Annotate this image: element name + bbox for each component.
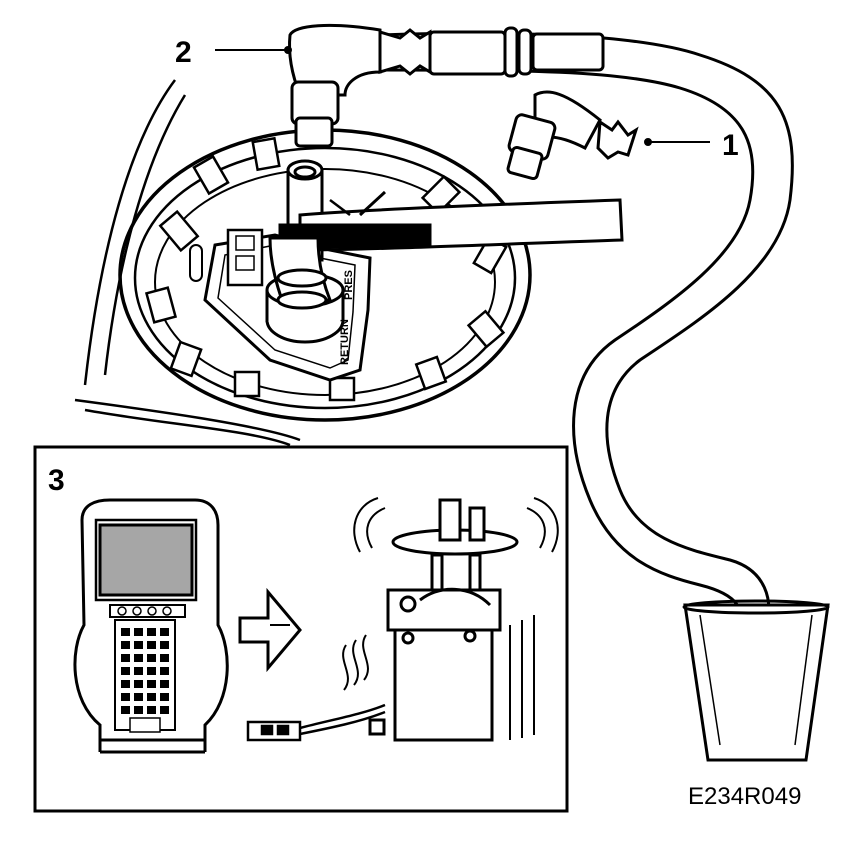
arrow-right-icon [238, 587, 302, 673]
top-hose-coupling [288, 23, 605, 148]
flange-teeth [144, 136, 508, 402]
callout-2: 2 [175, 36, 192, 69]
clamped-hose [268, 190, 624, 310]
callout-numbers: 1 2 3 [48, 36, 739, 497]
diagnostic-tool-icon [73, 498, 229, 754]
fuel-pump-unit [368, 498, 519, 742]
figure-code: E234R049 [688, 783, 801, 810]
callout-1: 1 [722, 129, 739, 162]
pump-wiring-plug [246, 703, 386, 742]
disconnected-coupling [506, 90, 639, 181]
plate-labels: PRES RETURN [339, 270, 355, 365]
callout-leaders [215, 46, 710, 146]
collection-bucket [682, 599, 830, 762]
pressure-label: PRES [343, 270, 355, 300]
tank-opening [74, 79, 532, 447]
vibration-lines [342, 497, 559, 740]
return-label: RETURN [339, 319, 351, 365]
callout-3: 3 [48, 464, 65, 497]
